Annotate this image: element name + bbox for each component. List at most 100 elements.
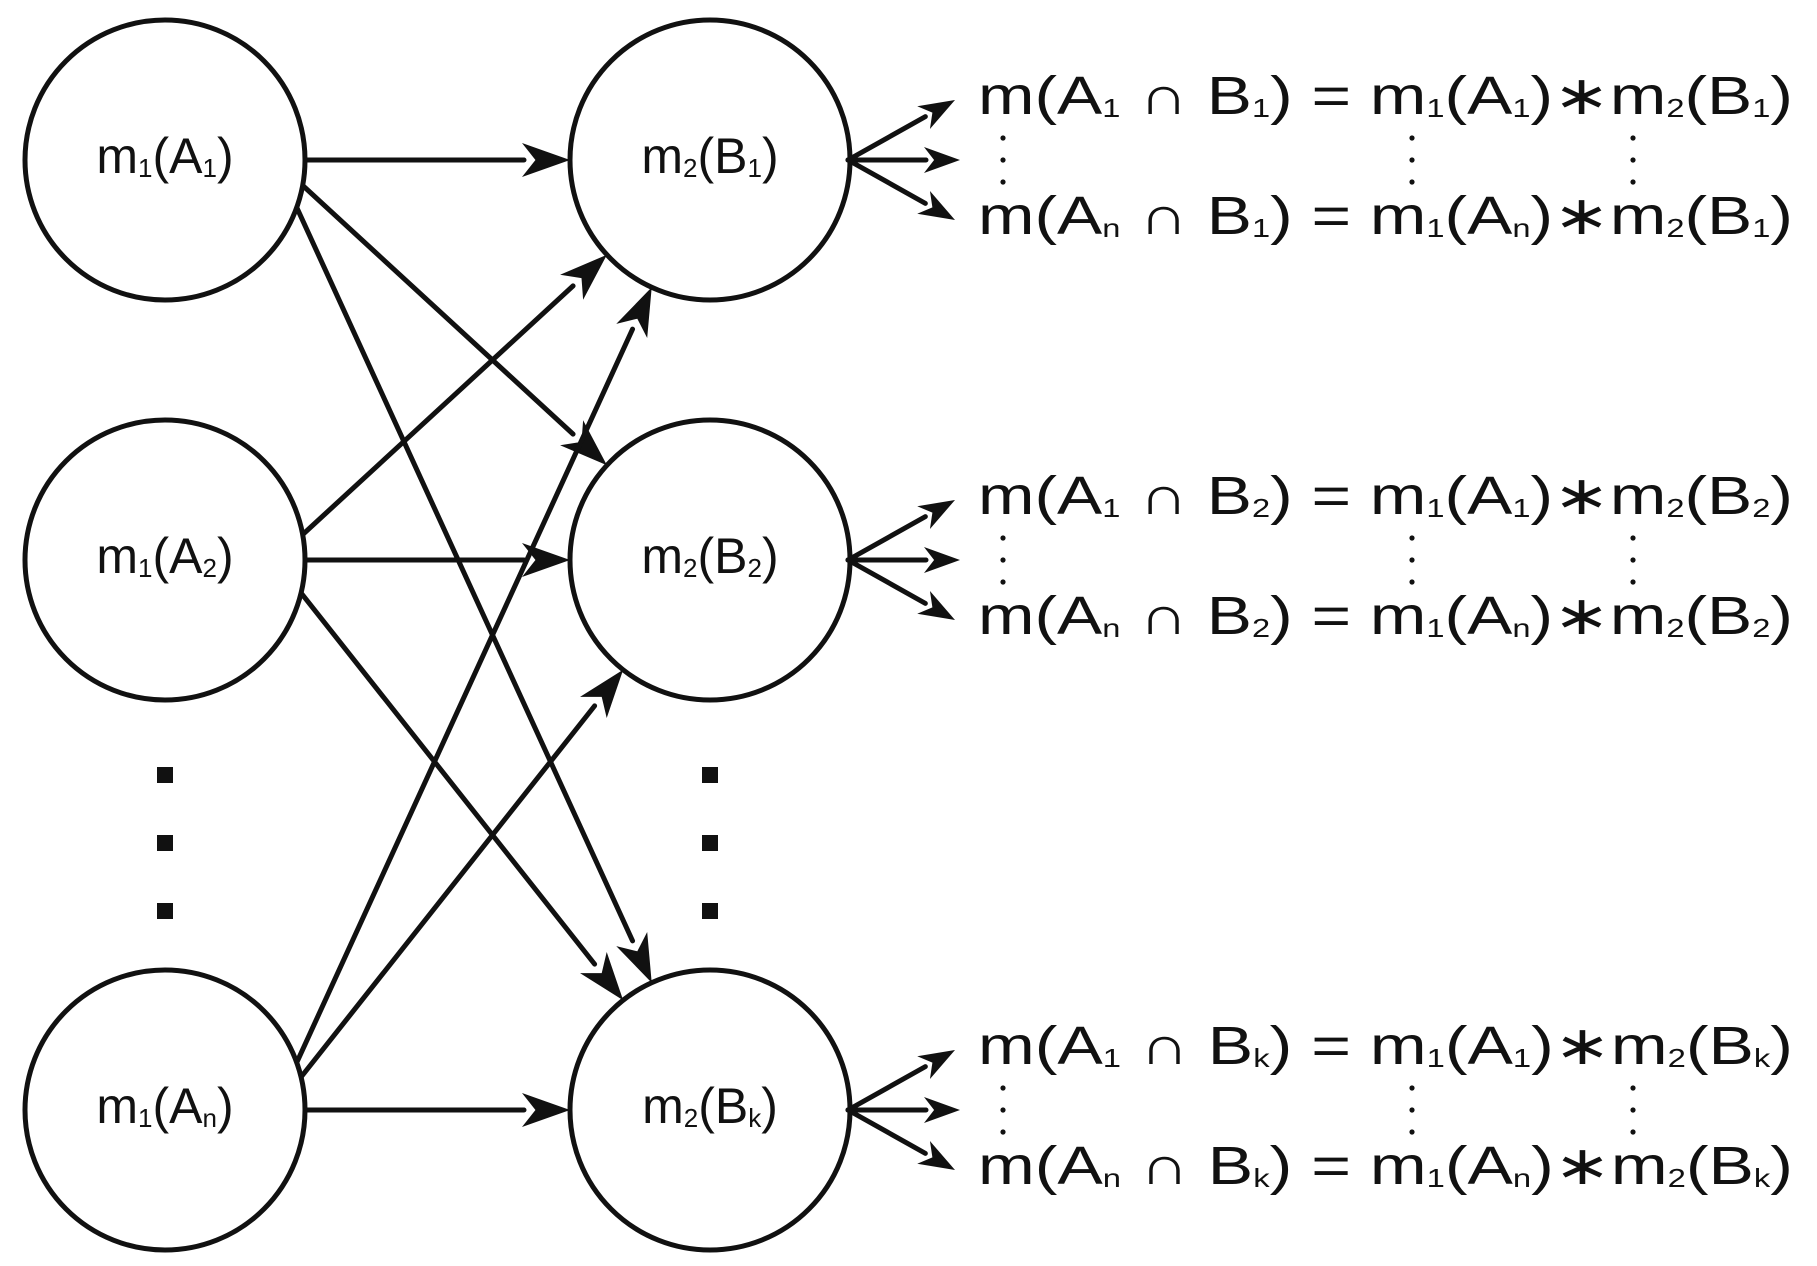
equation-bk-vdots-1-2 <box>1000 1107 1006 1113</box>
node-b2: m2(B2) <box>567 417 853 703</box>
node-an-label-subscript: n <box>203 1103 217 1133</box>
equation-b2-vdots-3-3 <box>1630 579 1636 585</box>
equation-subscript: n <box>1102 613 1120 643</box>
equation-text: ∩ B <box>1121 1136 1253 1196</box>
ellipsis-layer <box>157 767 718 919</box>
equation-text: ) = m <box>1270 1016 1427 1076</box>
node-bk-label-text: ) <box>761 1078 778 1134</box>
equation-subscript: 1 <box>1752 213 1770 243</box>
edge-a1-to-b1 <box>272 143 570 177</box>
equation-text: )∗m <box>1531 186 1667 246</box>
node-a1-circle <box>22 17 308 303</box>
node-a1-label-text: (A <box>153 128 204 184</box>
equation-text: m(A <box>978 186 1102 246</box>
equation-subscript: k <box>1253 1163 1271 1193</box>
equation-b1-vdots-1-1 <box>1000 135 1006 141</box>
node-a1-label-text: m <box>96 128 138 184</box>
edge-a2-to-b2 <box>272 543 570 577</box>
node-bk-label-subscript: 2 <box>684 1103 698 1133</box>
edge-a1-to-bk-head <box>616 931 652 983</box>
node-b1: m2(B1) <box>567 17 853 303</box>
equation-b1-vdots-1-2 <box>1000 157 1006 163</box>
equation-b2-vdots-2-3 <box>1409 579 1415 585</box>
ellipsis-dot-right-2 <box>702 835 718 851</box>
equation-text: ) = m <box>1270 66 1426 126</box>
fanout-b1-bottom-arrow-head <box>917 191 955 220</box>
equation-text: )∗m <box>1531 466 1667 526</box>
equation-subscript: 1 <box>1252 93 1270 123</box>
equation-bk-vdots-2-1 <box>1409 1085 1415 1091</box>
equation-b1-vdots-1-3 <box>1000 179 1006 185</box>
equation-subscript: n <box>1102 213 1120 243</box>
node-an: m1(An) <box>22 967 308 1253</box>
edge-an-to-b1 <box>272 287 652 1113</box>
fanout-bk-top-arrow-shaft <box>845 1064 928 1113</box>
edge-a1-to-b2-head <box>560 420 607 466</box>
node-a2-label-text: m <box>96 528 138 584</box>
ellipsis-dot-left-2 <box>157 835 173 851</box>
equation-text: (B <box>1684 466 1752 526</box>
node-a2-label-text: (A <box>153 528 204 584</box>
equation-text: (B <box>1686 1016 1754 1076</box>
edge-a2-to-bk <box>272 557 624 1001</box>
equation-text: ) <box>1770 466 1793 526</box>
node-b1-label-text: (B <box>698 128 748 184</box>
edge-an-to-b2-shaft <box>272 703 598 1113</box>
equation-subscript: 2 <box>1666 493 1684 523</box>
edge-an-to-b1-shaft <box>272 326 636 1113</box>
equation-b1-vdots-3-3 <box>1630 179 1636 185</box>
edges-layer <box>272 143 652 1127</box>
equation-bk-vdots-1-3 <box>1000 1129 1006 1135</box>
node-b1-label-text: ) <box>762 128 779 184</box>
node-b2-label-text: (B <box>698 528 748 584</box>
equation-subscript: k <box>1253 1043 1271 1073</box>
fanout-bk-top-arrow-head <box>917 1050 955 1079</box>
edge-a1-to-bk-shaft <box>272 157 636 944</box>
equation-b1-vdots-2-3 <box>1409 179 1415 185</box>
equation-subscript: n <box>1512 213 1530 243</box>
edge-a1-to-b2 <box>272 157 607 466</box>
equation-bk-vdots-2-3 <box>1409 1129 1415 1135</box>
edge-an-to-bk <box>272 1093 570 1127</box>
equation-text: (B <box>1684 186 1752 246</box>
equation-text: (A <box>1445 1136 1513 1196</box>
equation-text: ) <box>1770 66 1793 126</box>
equation-text: (B <box>1684 66 1752 126</box>
fanout-b1-bottom-arrow-shaft <box>845 157 928 206</box>
equation-text: (A <box>1445 586 1513 646</box>
equation-subscript: 2 <box>1668 1043 1686 1073</box>
equation-b1-vdots-2-1 <box>1409 135 1415 141</box>
edge-a1-to-b1-head <box>522 143 570 177</box>
fanout-b1-bottom-arrow <box>845 157 955 220</box>
equation-subscript: 2 <box>1666 93 1684 123</box>
equation-text: ∩ B <box>1120 466 1252 526</box>
equation-text: m(A <box>978 466 1102 526</box>
fanout-b2-bottom-arrow-shaft <box>845 557 928 606</box>
ellipsis-dot-right-1 <box>702 767 718 783</box>
equation-subscript: 1 <box>1102 93 1120 123</box>
edge-a2-to-b1-shaft <box>272 283 576 563</box>
equation-text: (A <box>1445 1016 1513 1076</box>
node-bk-label-subscript: k <box>748 1103 762 1133</box>
equation-subscript: 1 <box>1426 213 1444 243</box>
equation-subscript: 1 <box>1513 1043 1531 1073</box>
equation-text: )∗m <box>1531 1136 1667 1196</box>
nodes-layer: m1(A1)m1(A2)m1(An)m2(B1)m2(B2)m2(Bk) <box>22 17 853 1253</box>
fanout-bk-middle-arrow <box>845 1097 960 1123</box>
equation-text: ) <box>1770 1136 1793 1196</box>
equation-text: ∩ B <box>1120 66 1252 126</box>
fanout-b2-top-arrow-shaft <box>845 514 928 563</box>
node-b2-label: m2(B2) <box>641 528 778 584</box>
node-b1-label: m2(B1) <box>641 128 778 184</box>
equation-bk-vdots-1-1 <box>1000 1085 1006 1091</box>
equation-subscript: 2 <box>1666 613 1684 643</box>
equation-subscript: n <box>1103 1163 1121 1193</box>
node-an-circle <box>22 967 308 1253</box>
